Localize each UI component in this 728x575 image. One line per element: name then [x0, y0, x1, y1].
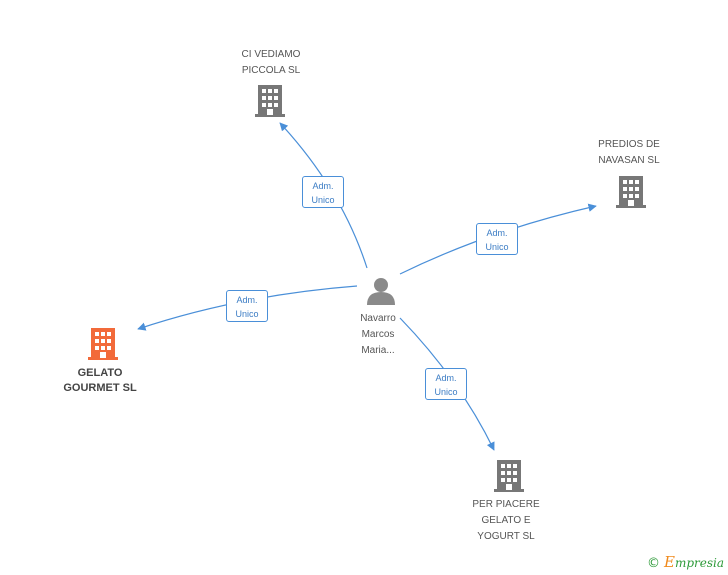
company-label-gelato-gourmet[interactable]: GELATO GOURMET SL [63, 367, 137, 394]
role-badge-ci-vediamo[interactable]: Adm. Unico [302, 176, 344, 208]
brand-name: mpresia [674, 556, 724, 570]
role-badge-per-piacere[interactable]: Adm. Unico [425, 368, 467, 400]
building-icon[interactable] [616, 176, 646, 208]
building-icon[interactable] [255, 85, 285, 117]
role-badge-gelato-gourmet[interactable]: Adm. Unico [226, 290, 268, 322]
brand-watermark[interactable]: ©Empresia [647, 553, 724, 571]
building-icon[interactable] [494, 460, 524, 492]
company-label-predios[interactable]: PREDIOS DE NAVASAN SL [598, 139, 660, 166]
person-icon[interactable] [367, 278, 395, 305]
building-icon[interactable] [88, 328, 118, 360]
edges [137, 122, 597, 451]
role-badge-predios[interactable]: Adm. Unico [476, 223, 518, 255]
brand-initial: E [663, 553, 675, 571]
copyright-icon: © [646, 556, 660, 571]
company-label-ci-vediamo[interactable]: CI VEDIAMO PICCOLA SL [241, 49, 301, 76]
company-label-per-piacere[interactable]: PER PIACERE GELATO E YOGURT SL [472, 499, 540, 542]
person-label[interactable]: Navarro Marcos Maria... [360, 313, 396, 356]
